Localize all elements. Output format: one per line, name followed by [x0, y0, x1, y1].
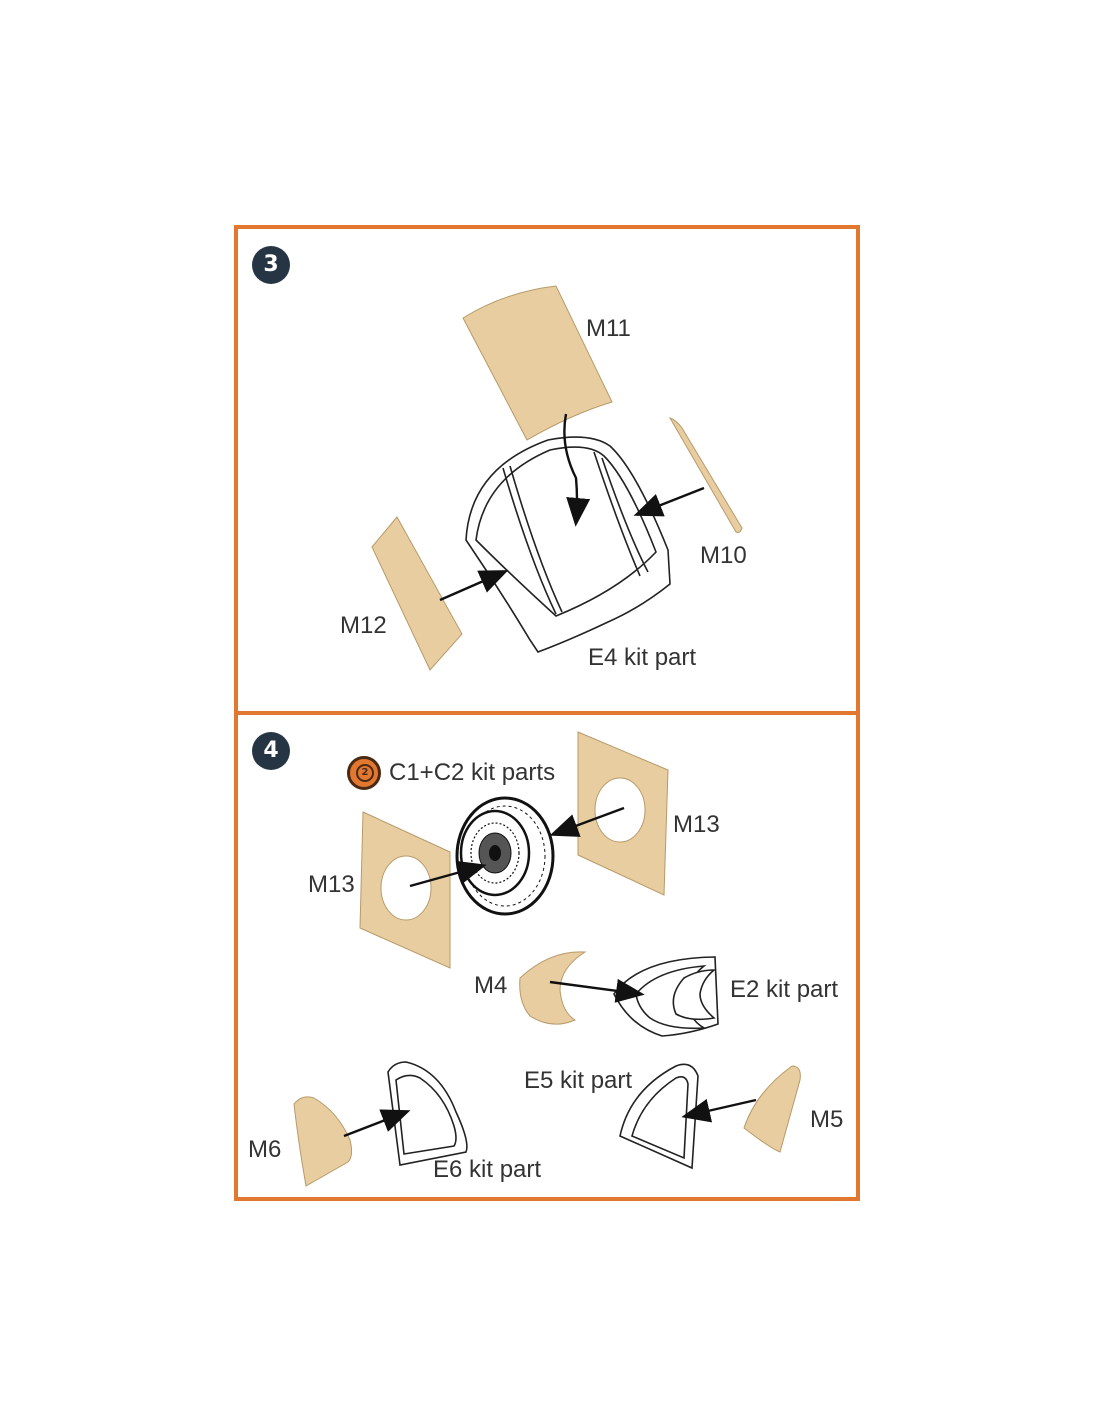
m13-right-mask — [577, 731, 669, 896]
m11-mask — [462, 285, 613, 441]
arrow-m4 — [549, 978, 645, 1003]
label-e6: E6 kit part — [433, 1156, 542, 1183]
arrow-m6 — [343, 1109, 411, 1138]
arrow-m13-right — [549, 806, 625, 837]
step-reference-number: 2 — [356, 764, 374, 782]
e4-kit-part — [465, 436, 671, 653]
label-c1-c2: C1+C2 kit parts — [389, 759, 556, 786]
m10-mask — [668, 417, 743, 533]
label-e4: E4 kit part — [588, 644, 697, 671]
label-m13-left: M13 — [308, 871, 355, 898]
step-reference-icon: 2 — [347, 756, 381, 790]
step-3-panel — [234, 225, 860, 715]
m5-mask — [743, 1065, 801, 1153]
m13-left-mask — [359, 811, 451, 969]
label-m5: M5 — [810, 1106, 844, 1133]
m12-mask — [371, 516, 463, 671]
step-4-badge: 4 — [252, 732, 290, 770]
label-e2: E2 kit part — [730, 976, 839, 1003]
label-m10: M10 — [700, 542, 747, 569]
label-m12: M12 — [340, 612, 387, 639]
label-m13-right: M13 — [673, 811, 720, 838]
step-3-badge: 3 — [252, 246, 290, 284]
label-m11: M11 — [586, 315, 631, 342]
m4-mask — [519, 951, 587, 1025]
step-4-panel — [234, 715, 860, 1201]
e2-kit-part — [613, 956, 719, 1037]
label-m4: M4 — [474, 972, 508, 999]
label-m6: M6 — [248, 1136, 282, 1163]
e6-kit-part — [387, 1061, 468, 1166]
arrow-m5 — [681, 1098, 757, 1123]
arrow-m13-left — [409, 860, 487, 888]
arrow-m11 — [563, 413, 591, 527]
arrow-m12 — [439, 570, 509, 602]
e5-kit-part — [619, 1063, 699, 1170]
label-e5: E5 kit part — [524, 1067, 633, 1094]
arrow-m10 — [633, 486, 705, 517]
m6-mask — [293, 1096, 353, 1187]
c1-c2-wheel — [455, 796, 555, 916]
